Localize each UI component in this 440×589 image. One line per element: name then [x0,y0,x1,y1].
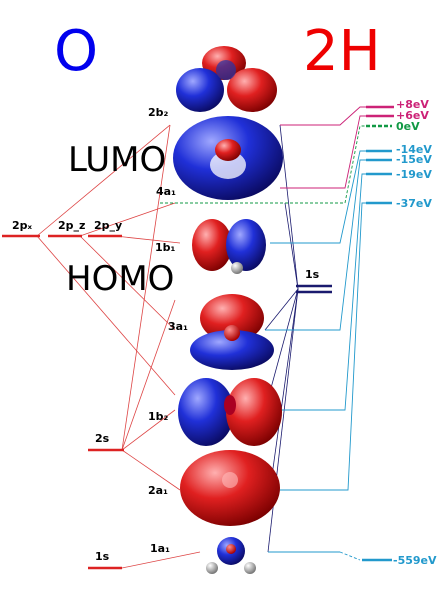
orbital-4a1 [173,116,283,200]
label-o-2s: 2s [95,432,110,445]
label-2px: 2pₓ [12,219,33,232]
energy-label-5: -15eV [396,153,432,166]
oxygen-title: O [54,19,98,84]
energy-label-3: 0eV [396,120,420,133]
orbital-2a1 [180,450,280,526]
hydrogen-title: 2H [303,19,381,84]
energy-label-8: -559eV [393,554,437,567]
hydrogen-1s-level [296,284,332,294]
energy-label-7: -37eV [396,197,432,210]
label-h-1s: 1s [305,268,320,281]
label-1b1: 1b₁ [155,241,176,254]
label-2py: 2p_y [94,219,122,232]
orbital-1b1 [192,219,266,274]
energy-label-2: +6eV [396,109,429,122]
label-3a1: 3a₁ [168,320,188,333]
energy-label-1: +8eV [396,98,429,111]
label-1b2: 1b₂ [148,410,169,423]
energy-level-bars [362,105,394,562]
energy-label-4: -14eV [396,143,432,156]
label-o-1s: 1s [95,550,110,563]
label-2a1: 2a₁ [148,484,168,497]
label-2b2: 2b₂ [148,106,169,119]
energy-label-6: -19eV [396,168,432,181]
homo-label: HOMO [66,259,174,299]
oxygen-ao-levels [2,234,124,570]
label-2pz: 2p_z [58,219,85,232]
lumo-label: LUMO [68,140,166,180]
orbital-1b2 [178,378,282,446]
orbital-2b2 [176,46,277,112]
label-1a1: 1a₁ [150,542,170,555]
oxygen-correlation-lines [36,124,201,569]
orbital-1a1 [206,537,256,574]
label-4a1: 4a₁ [156,185,176,198]
orbital-3a1 [190,294,274,370]
energy-connector-lines [180,106,368,561]
